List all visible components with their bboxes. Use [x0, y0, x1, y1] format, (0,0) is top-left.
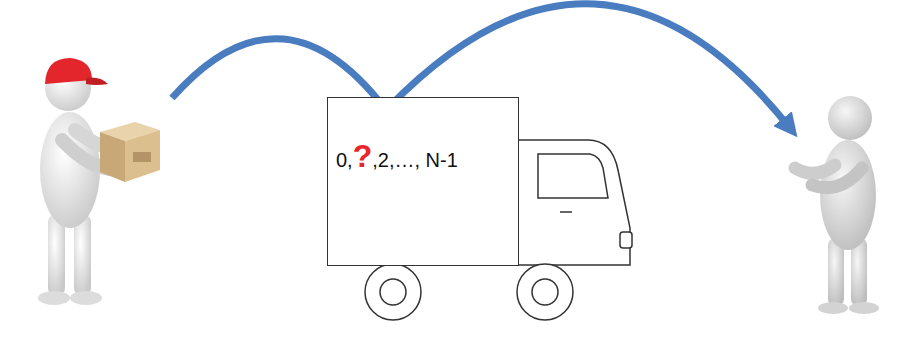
foot — [818, 302, 848, 314]
arm — [795, 165, 835, 173]
wheel-hub — [380, 279, 406, 305]
cap — [45, 58, 92, 84]
truck-cargo-box: 0,?,2,…, N-1 — [327, 97, 519, 266]
missing-number: ? — [353, 138, 373, 174]
truck-cab — [515, 140, 630, 265]
parcel-label — [133, 152, 151, 162]
wheel — [365, 264, 421, 320]
delivery-person — [38, 58, 160, 305]
cargo-label: 0,?,2,…, N-1 — [336, 138, 510, 175]
leg — [48, 215, 65, 295]
head — [828, 96, 872, 140]
foot — [849, 302, 879, 314]
foot — [38, 291, 70, 305]
leg — [74, 215, 91, 295]
truck-light — [620, 232, 632, 248]
parcel-side — [100, 132, 125, 182]
cap-brim — [86, 78, 108, 85]
receiver-person — [795, 96, 879, 314]
wheel — [517, 264, 573, 320]
parcel-front — [125, 130, 160, 182]
arm — [812, 168, 862, 188]
number-text: 0, — [336, 149, 353, 171]
body — [820, 140, 876, 250]
foot — [70, 291, 102, 305]
wheel-hub — [532, 279, 558, 305]
door-handle — [560, 211, 572, 213]
truck-window — [538, 154, 608, 198]
number-text: ,2,…, N-1 — [372, 149, 458, 171]
